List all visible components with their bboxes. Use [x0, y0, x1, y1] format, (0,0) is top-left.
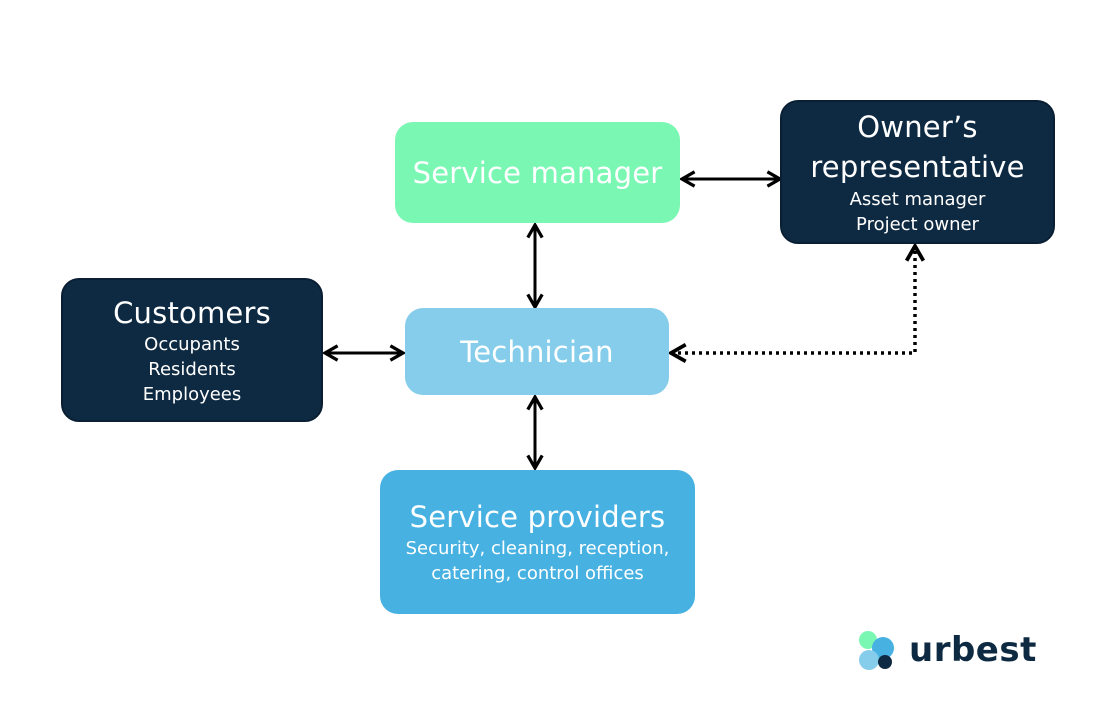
urbest-logo-text: urbest: [909, 630, 1037, 670]
providers-title: Service providers: [409, 500, 666, 534]
customers-box: Customers Occupants Residents Employees: [61, 278, 323, 422]
urbest-logo: urbest: [857, 628, 1037, 672]
owner-title-line2: representative: [810, 150, 1025, 184]
customers-item: Residents: [148, 358, 236, 380]
owner-item: Asset manager: [849, 189, 986, 210]
urbest-logo-mark-icon: [859, 631, 894, 670]
customers-item: Employees: [142, 383, 242, 405]
service-manager-title: Service manager: [412, 155, 663, 190]
technician-box: Technician: [405, 308, 669, 395]
owner-item: Project owner: [856, 214, 979, 235]
technician-title: Technician: [460, 334, 614, 369]
customers-title: Customers: [113, 295, 271, 330]
service-manager-box: Service manager: [395, 122, 680, 223]
dotted-arrow-technician-owner: [667, 242, 926, 364]
customers-item: Occupants: [144, 333, 240, 355]
owner-representative-box: Owner’s representative Asset manager Pro…: [780, 100, 1055, 244]
service-providers-box: Service providers Security, cleaning, re…: [380, 470, 695, 614]
providers-item: catering, control offices: [431, 563, 644, 584]
providers-item: Security, cleaning, reception,: [405, 538, 670, 559]
owner-title-line1: Owner’s: [857, 110, 978, 144]
